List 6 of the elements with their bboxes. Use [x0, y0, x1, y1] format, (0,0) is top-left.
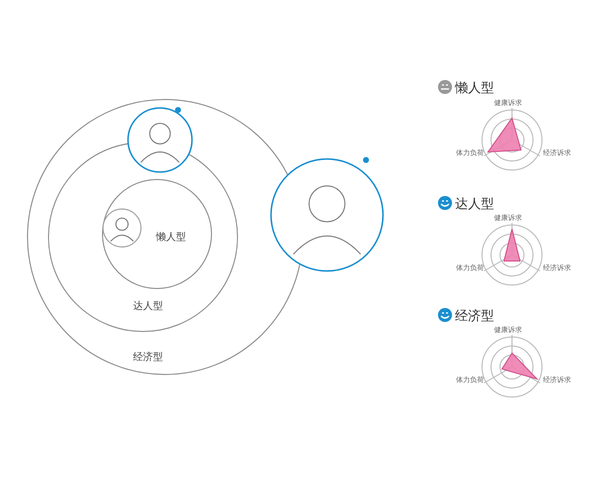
region-label: 懒人型 [156, 230, 186, 244]
panel-heading: 懒人型 [455, 80, 494, 97]
region-label: 达人型 [133, 300, 163, 313]
panel-heading: 经济型 [455, 308, 494, 325]
region-label: 经济型 [133, 350, 163, 364]
panel-heading: 达人型 [455, 196, 494, 213]
